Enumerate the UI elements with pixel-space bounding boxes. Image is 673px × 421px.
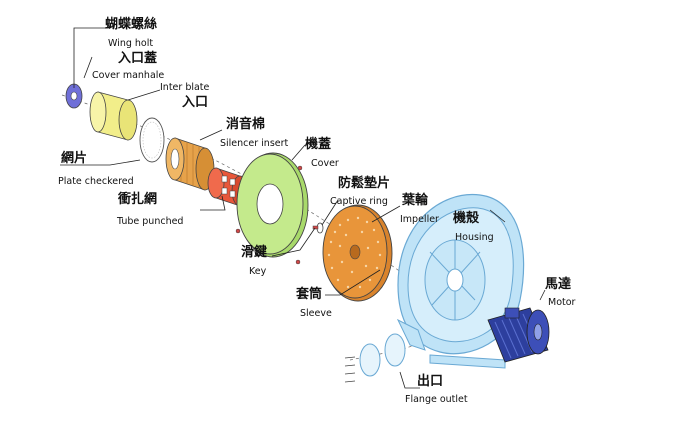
label-flange-outlet-zh: 出口 — [417, 373, 443, 389]
cover-manhole-rim — [118, 99, 138, 141]
motor-shaft-end — [533, 323, 543, 341]
label-tube-punched-zh: 衝扎網 — [117, 191, 157, 207]
label-inter-plate-en: Inter blate — [160, 82, 210, 93]
motor-terminal-box — [504, 307, 520, 319]
label-captive-ring-zh: 防鬆墊片 — [338, 175, 390, 191]
label-impeller-en: Impeller — [400, 214, 439, 225]
label-cover-manhole-en: Cover manhale — [92, 70, 164, 81]
flange-ring-front — [359, 343, 381, 377]
tube-punched-face — [207, 167, 225, 199]
silencer-insert-part — [165, 137, 215, 191]
airflow-arrows — [344, 356, 356, 383]
plate-checkered-part — [139, 117, 165, 163]
label-key-zh: 滑鍵 — [241, 244, 267, 260]
label-motor-en: Motor — [548, 297, 576, 308]
label-cover-en: Cover — [311, 158, 339, 169]
label-motor-zh: 馬達 — [545, 276, 571, 292]
label-key-en: Key — [249, 266, 267, 277]
cover-part — [236, 152, 309, 258]
housing-shaft-hole — [446, 268, 464, 292]
label-wing-bolt-en: Wing holt — [108, 38, 153, 49]
silencer-insert-bore — [170, 148, 180, 170]
label-wing-bolt-zh: 蝴蝶螺絲 — [105, 16, 157, 32]
label-silencer-insert-zh: 消音棉 — [226, 116, 265, 132]
part-labels: 蝴蝶螺絲 Wing holt 入口蓋 Cover manhale Inter b… — [58, 16, 576, 405]
plate-checkered-mesh — [142, 121, 162, 159]
key-piece — [312, 225, 319, 230]
cover-manhole-part — [89, 91, 138, 141]
wing-bolt-part — [65, 83, 83, 109]
label-housing-zh: 機殼 — [453, 210, 480, 226]
plate-checkered-disc — [139, 117, 165, 163]
label-sleeve-en: Sleeve — [300, 308, 332, 319]
flange-outlet-part — [344, 333, 406, 383]
label-sleeve-zh: 套筒 — [295, 286, 322, 302]
motor-part — [487, 307, 550, 363]
leader-lines — [60, 27, 546, 389]
housing-outlet — [396, 318, 426, 351]
label-plate-checkered-zh: 網片 — [61, 150, 87, 166]
label-plate-checkered-en: Plate checkered — [58, 176, 134, 187]
label-flange-outlet-en: Flange outlet — [405, 394, 468, 405]
label-housing-en: Housing — [455, 232, 494, 243]
tube-punched-holes — [221, 175, 236, 198]
label-impeller-zh: 葉輪 — [401, 192, 429, 208]
cover-screws — [235, 165, 303, 265]
impeller-part — [322, 204, 393, 302]
captive-ring-part — [312, 222, 324, 234]
flange-ring-back — [384, 333, 406, 367]
impeller-hub — [349, 244, 361, 260]
label-captive-ring-en: Captive ring — [330, 196, 388, 207]
wing-bolt-hole — [70, 91, 78, 101]
label-tube-punched-en: Tube punched — [116, 216, 183, 227]
label-cover-zh: 機蓋 — [305, 136, 331, 152]
housing-part — [396, 193, 525, 369]
impeller-blade-dots — [327, 216, 382, 289]
label-cover-manhole-zh: 入口蓋 — [118, 50, 157, 66]
label-inter-plate-zh: 入口 — [182, 95, 208, 110]
cover-manhole-face — [89, 91, 107, 133]
housing-foot — [429, 354, 506, 369]
label-silencer-insert-en: Silencer insert — [220, 138, 289, 149]
cover-inlet-hole — [256, 183, 284, 225]
